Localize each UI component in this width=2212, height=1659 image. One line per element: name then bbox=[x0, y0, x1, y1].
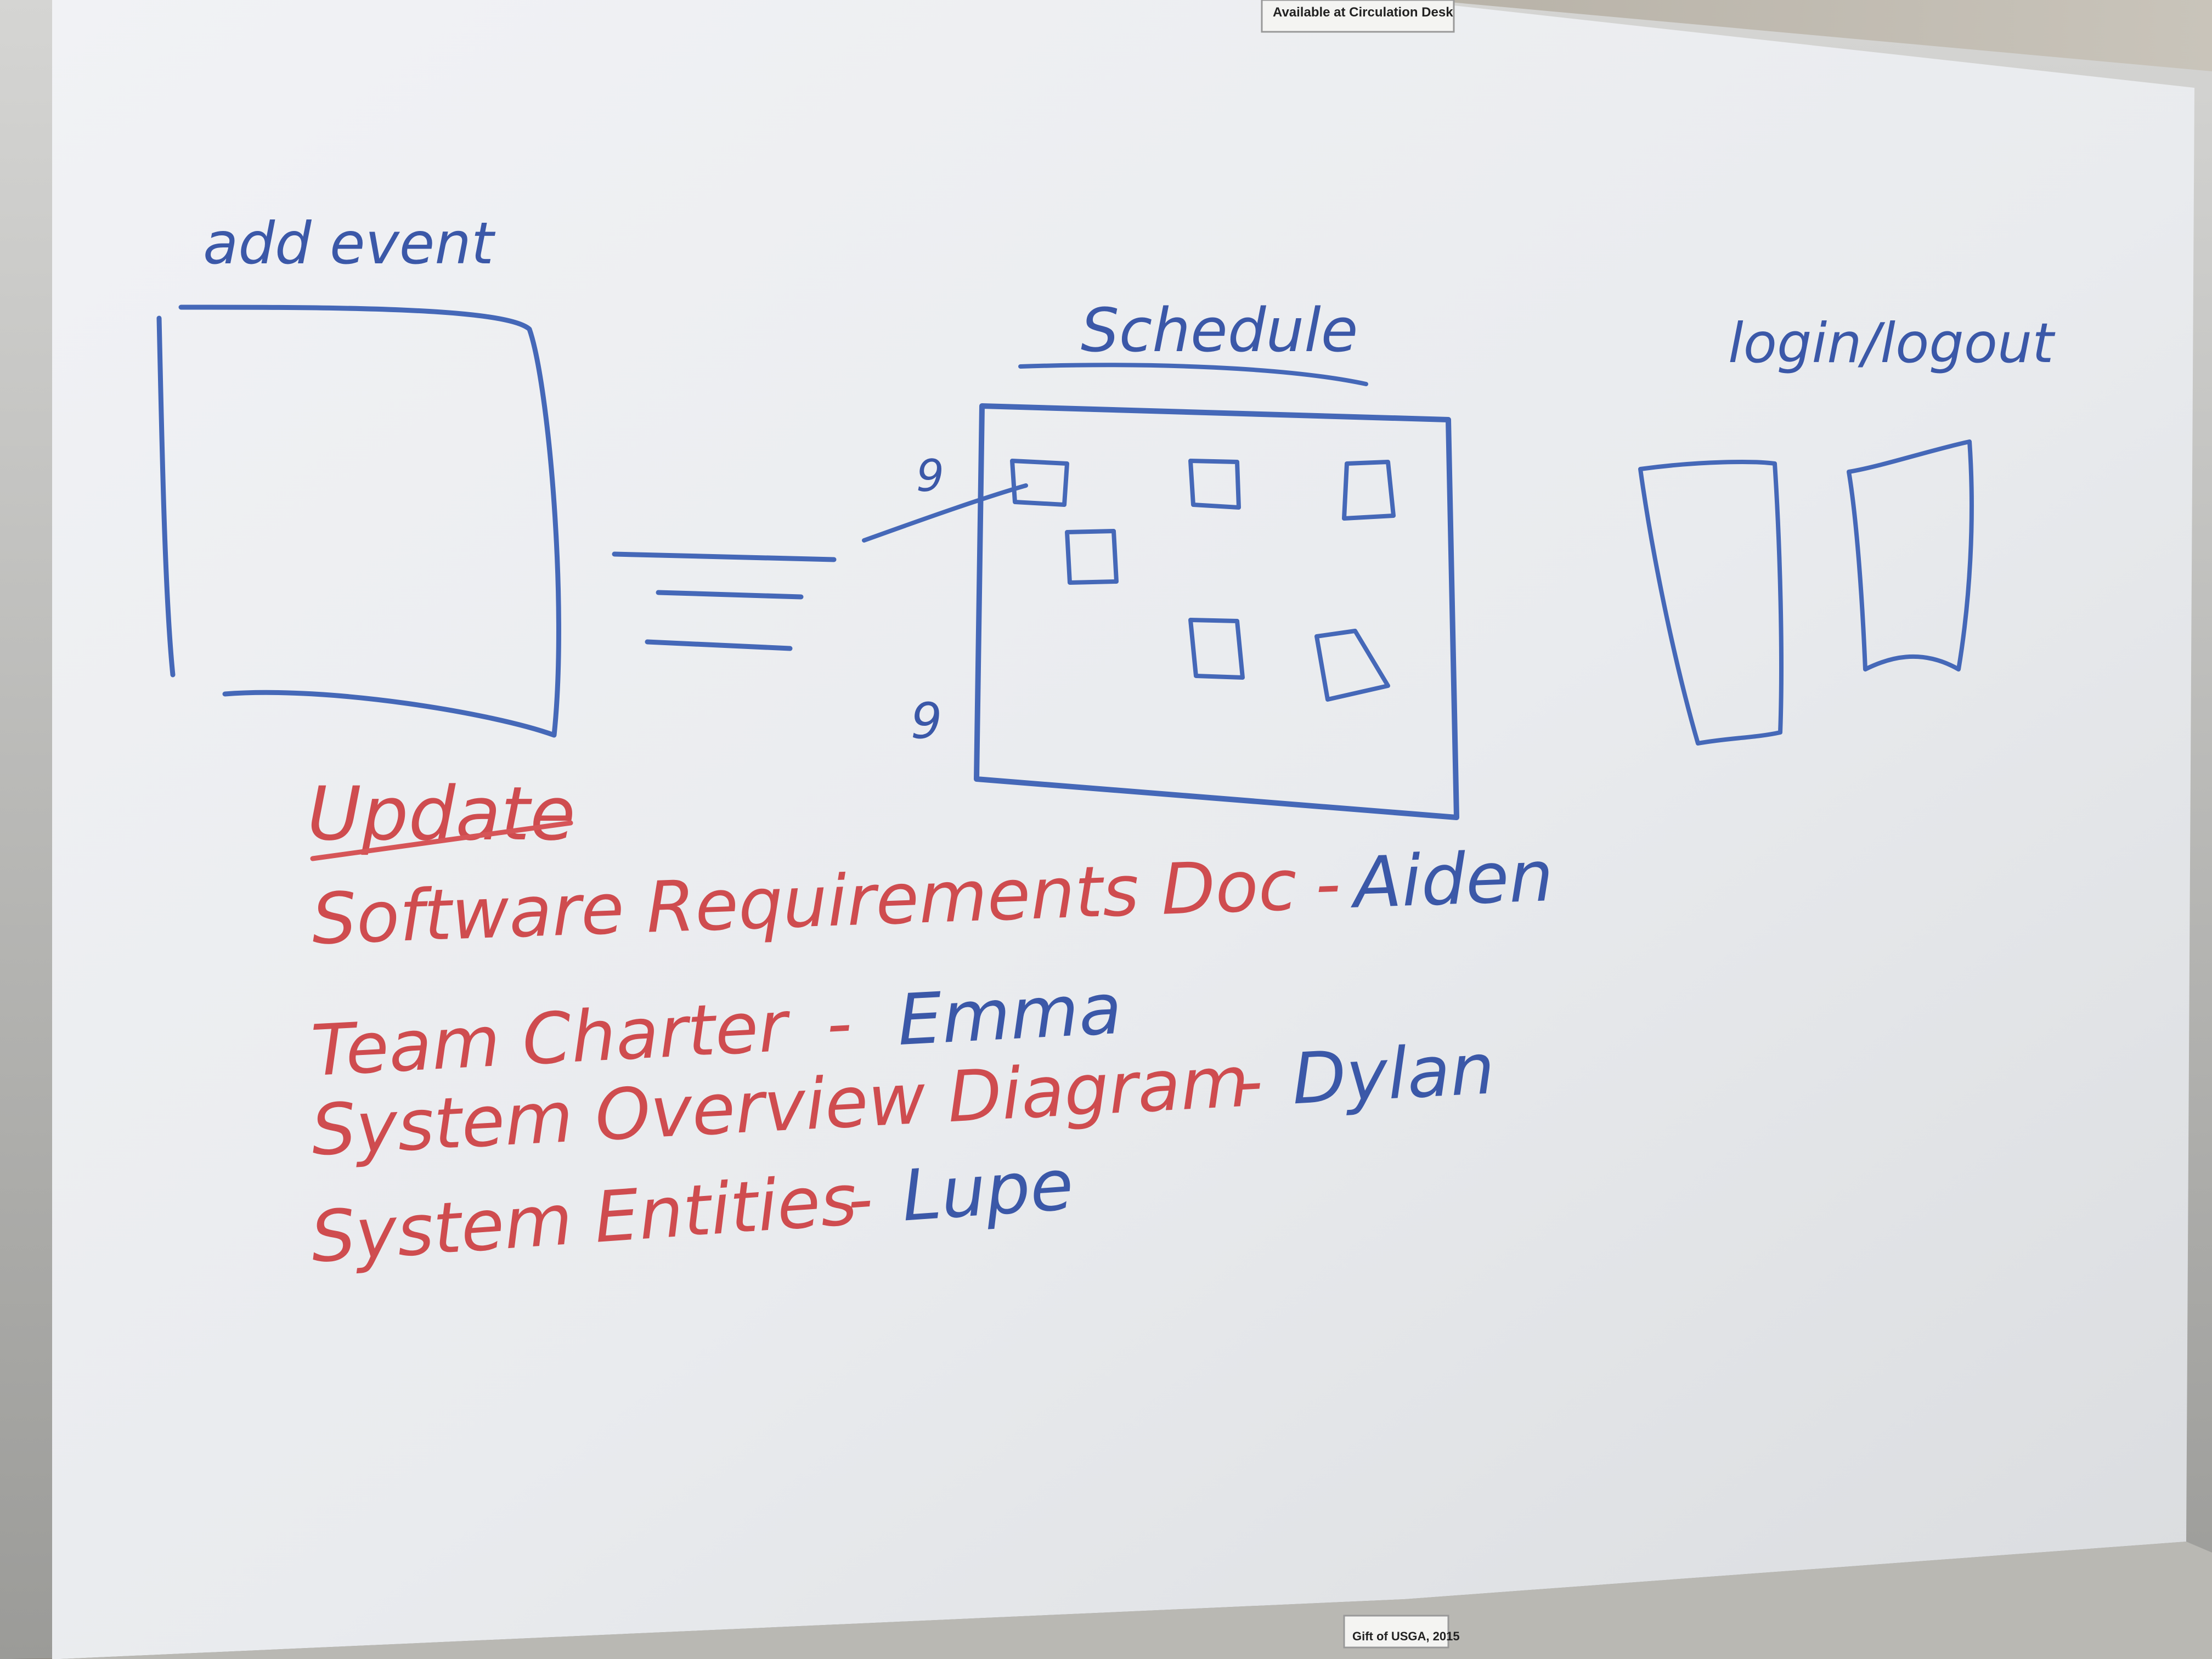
schedule-box bbox=[974, 403, 1459, 820]
frame-tag-bottom-text: Gift of USGA, 2015 bbox=[1352, 1629, 1460, 1643]
schedule-tick-bottom: 9 bbox=[911, 692, 942, 750]
update-heading: Update bbox=[307, 771, 575, 857]
assignment-sep: - bbox=[844, 1158, 875, 1242]
event-square-2 bbox=[1188, 459, 1241, 510]
assignment-person: Emma bbox=[895, 968, 1124, 1062]
event-square-1 bbox=[1010, 459, 1069, 507]
event-square-6 bbox=[1314, 629, 1390, 702]
equals-lines bbox=[612, 551, 837, 651]
schedule-underline bbox=[1018, 363, 1368, 386]
assignment-list: Software Requirements Doc - Aiden Team C… bbox=[308, 836, 1555, 1279]
login-logout-label: login/logout bbox=[1728, 311, 2056, 375]
event-square-5 bbox=[1188, 618, 1245, 680]
schedule-label: Schedule bbox=[1081, 295, 1358, 365]
update-underline bbox=[310, 820, 573, 861]
assignment-person: Dylan bbox=[1290, 1028, 1497, 1120]
schedule-tick-top: 9 bbox=[916, 450, 944, 501]
assignment-person: Lupe bbox=[899, 1144, 1076, 1237]
event-square-4 bbox=[1065, 529, 1119, 585]
add-event-box bbox=[156, 304, 561, 738]
logout-box bbox=[1847, 439, 1974, 672]
assignment-sep: - bbox=[1235, 1040, 1265, 1123]
login-box bbox=[1638, 460, 1784, 746]
assignment-person: Aiden bbox=[1348, 836, 1555, 924]
frame-tag-bottom bbox=[1343, 1615, 1449, 1649]
assignment-sep: - bbox=[1314, 843, 1342, 926]
schedule-events bbox=[1010, 459, 1396, 702]
assignment-sep: - bbox=[825, 983, 854, 1065]
board-tray bbox=[60, 1542, 2212, 1659]
whiteboard-surface bbox=[52, 0, 2194, 1659]
event-square-3 bbox=[1342, 460, 1396, 521]
frame-tag-top-text: Available at Circulation Desk bbox=[1273, 5, 1453, 20]
frame-tag-top bbox=[1261, 0, 1455, 33]
schedule-pointer bbox=[862, 483, 1028, 543]
add-event-label: add event bbox=[203, 210, 496, 277]
